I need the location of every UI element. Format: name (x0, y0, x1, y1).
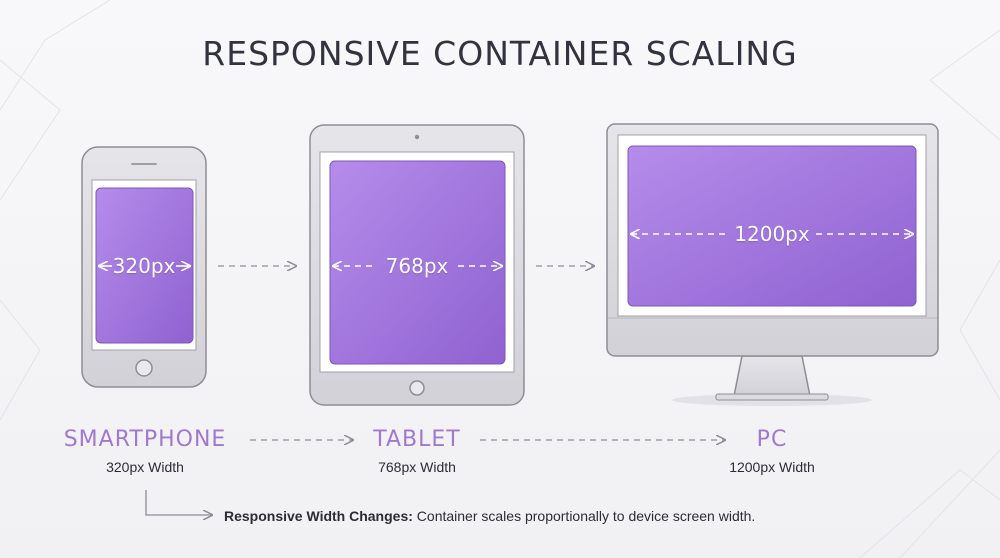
smartphone-width-measure: 320px (112, 254, 176, 278)
note-label: Responsive Width Changes: (224, 508, 413, 524)
note-connector-arrow (145, 490, 212, 515)
pc-width-label: 1200px Width (729, 459, 815, 475)
pc-width-measure: 1200px (734, 222, 810, 246)
tablet-icon (309, 124, 525, 406)
smartphone-label: SMARTPHONE (63, 427, 227, 452)
desktop-monitor-icon (606, 123, 939, 406)
smartphone-icon (81, 146, 207, 388)
pc-label: PC (756, 427, 788, 452)
tablet-label: TABLET (373, 427, 461, 452)
responsive-note: Responsive Width Changes: Container scal… (224, 508, 755, 524)
note-text: Container scales proportionally to devic… (412, 508, 756, 524)
tablet-width-measure: 768px (385, 254, 449, 278)
smartphone-width-label: 320px Width (106, 459, 184, 475)
tablet-width-label: 768px Width (378, 459, 456, 475)
measure-lines (99, 234, 913, 266)
device-connector-arrows (145, 266, 725, 515)
page-title: RESPONSIVE CONTAINER SCALING (202, 34, 798, 73)
